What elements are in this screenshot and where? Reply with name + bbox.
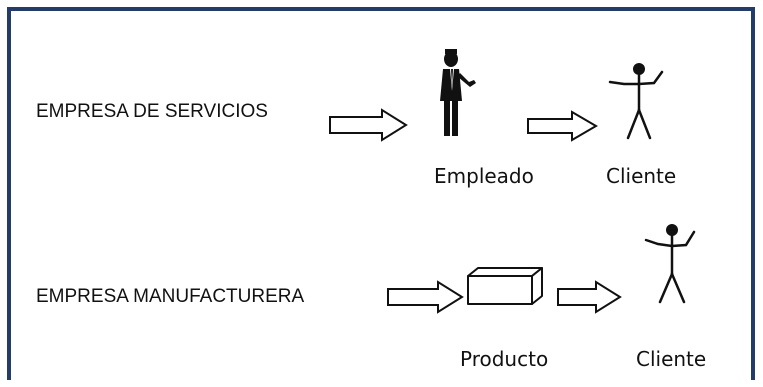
client-caption: Cliente — [606, 164, 677, 188]
services-company-label: EMPRESA DE SERVICIOS — [36, 101, 268, 122]
box-icon — [467, 267, 543, 305]
product-caption: Producto — [460, 347, 549, 371]
stick-figure-icon — [608, 63, 664, 140]
arrow-right-icon — [329, 108, 408, 142]
arrow-right-icon — [557, 280, 622, 314]
manufacturing-company-label: EMPRESA MANUFACTURERA — [36, 286, 305, 307]
diagram-frame — [7, 7, 755, 380]
arrow-right-icon — [527, 110, 598, 142]
client-caption: Cliente — [636, 347, 707, 371]
stick-figure-icon — [644, 224, 696, 304]
arrow-right-icon — [387, 280, 464, 314]
businessman-icon — [440, 49, 476, 136]
employee-caption: Empleado — [434, 164, 534, 188]
